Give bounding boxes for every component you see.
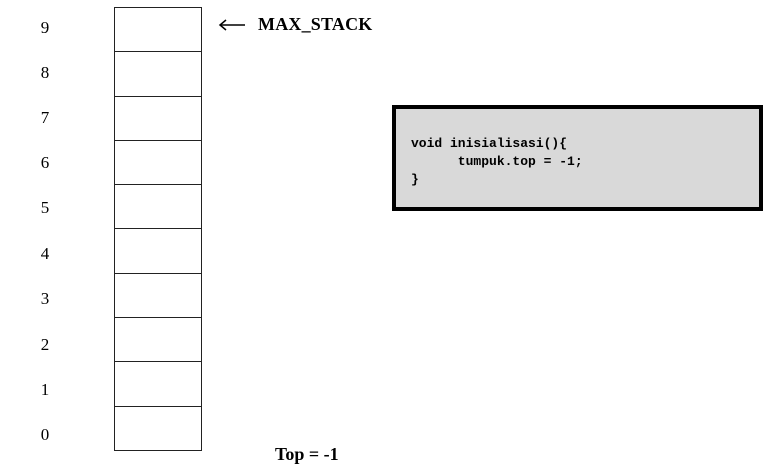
stack-cell [115,362,201,407]
stack-index-label: 1 [40,380,50,399]
code-line: void inisialisasi(){ [411,136,568,151]
stack-array [114,7,202,451]
max-stack-pointer: MAX_STACK [218,14,372,35]
max-stack-label: MAX_STACK [258,14,373,34]
code-box: void inisialisasi(){ tumpuk.top = -1; } [392,105,763,211]
stack-cell [115,141,201,186]
stack-index-label: 6 [40,153,50,172]
stack-index-label: 0 [40,425,50,444]
stack-index-label: 8 [40,63,50,82]
stack-cell [115,229,201,274]
left-arrow-icon [218,18,245,31]
stack-cell [115,318,201,363]
stack-cell [115,52,201,97]
code-line: } [411,172,419,187]
stack-cell [115,274,201,319]
stack-cell [115,8,201,53]
stack-cell [115,97,201,141]
stack-cell [115,185,201,230]
stack-index-label: 5 [40,198,50,217]
stack-index-label: 3 [40,289,50,308]
stack-cell [115,407,201,450]
stack-index-label: 4 [40,244,50,263]
stack-index-label: 7 [40,108,50,127]
top-value-label: Top = -1 [275,444,339,464]
code-line: tumpuk.top = -1; [411,154,583,169]
stack-index-label: 9 [40,18,50,37]
stack-index-label: 2 [40,335,50,354]
